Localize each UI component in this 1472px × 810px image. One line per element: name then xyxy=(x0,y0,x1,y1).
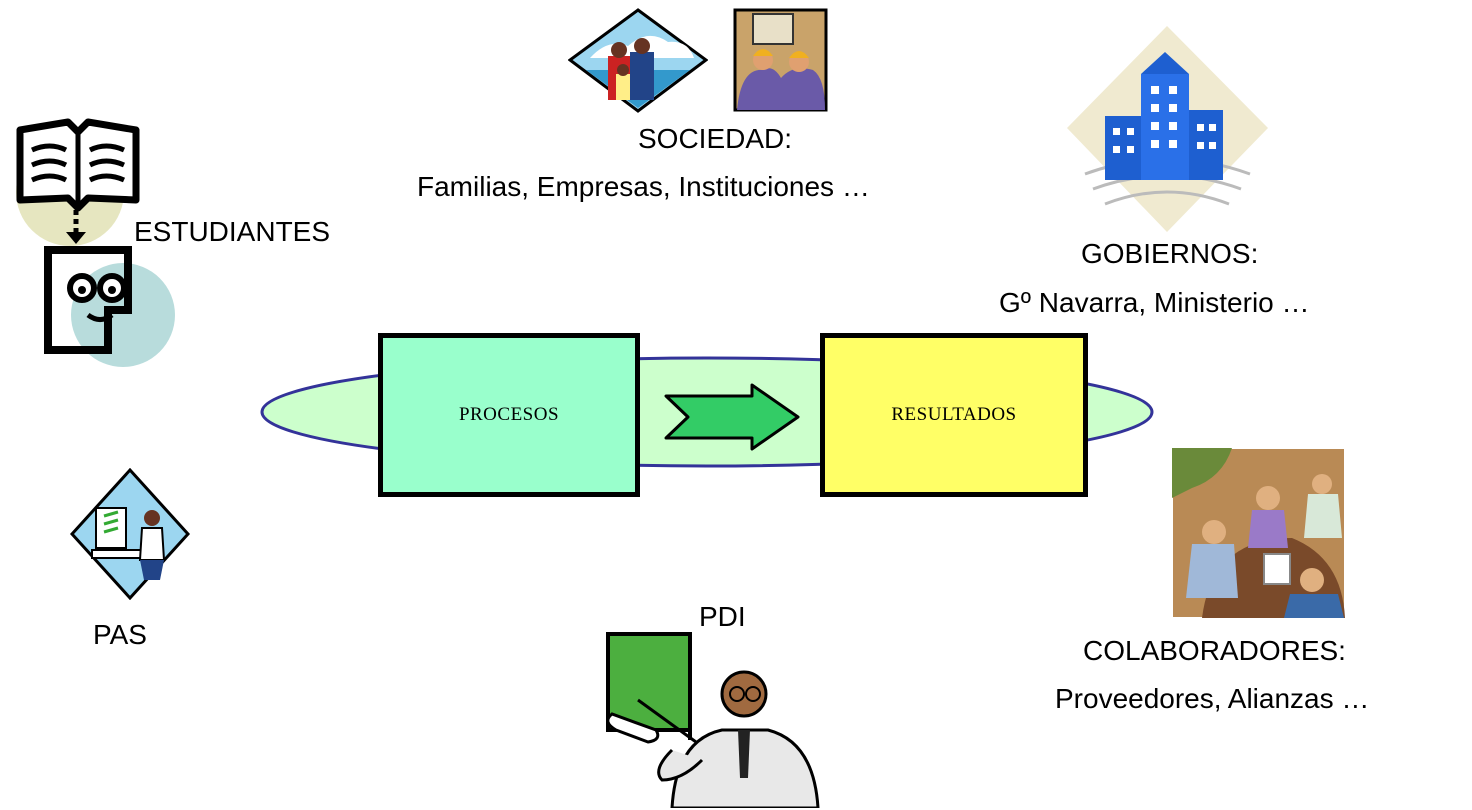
gobiernos-title: GOBIERNOS: xyxy=(1081,238,1259,269)
family-icon xyxy=(568,8,708,113)
resultados-label: RESULTADOS xyxy=(891,404,1017,425)
sociedad-title: SOCIEDAD: xyxy=(638,123,793,154)
colaboradores-detail: Proveedores, Alianzas … xyxy=(1055,683,1370,714)
flow-arrow-icon xyxy=(664,383,800,451)
office-worker-icon xyxy=(70,468,190,600)
workers-icon xyxy=(733,8,828,112)
procesos-label: PROCESOS xyxy=(458,404,560,425)
gobiernos-detail: Gº Navarra, Ministerio … xyxy=(999,287,1310,318)
pdi-label: PDI xyxy=(699,601,746,632)
resultados-box: RESULTADOS xyxy=(820,333,1088,497)
teacher-icon xyxy=(606,632,820,808)
book-student-icon xyxy=(16,118,175,367)
estudiantes-label: ESTUDIANTES xyxy=(134,216,331,247)
colaboradores-title: COLABORADORES: xyxy=(1083,635,1346,666)
buildings-icon xyxy=(1067,26,1268,232)
meeting-icon xyxy=(1172,448,1345,618)
sociedad-detail: Familias, Empresas, Instituciones … xyxy=(417,171,870,202)
procesos-box: PROCESOS xyxy=(378,333,640,497)
pas-label: PAS xyxy=(93,619,147,650)
